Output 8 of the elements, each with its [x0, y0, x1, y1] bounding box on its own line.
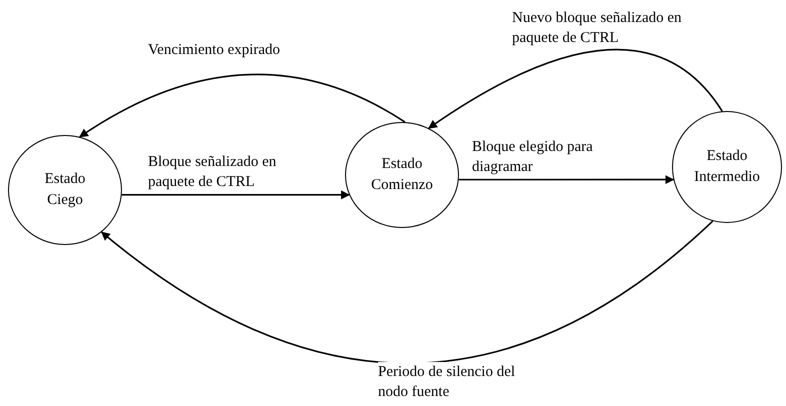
state-name: Estado Comienzo	[370, 155, 434, 195]
state-name: Estado Ciego	[44, 170, 86, 210]
arrow	[122, 190, 350, 200]
arrow	[458, 175, 674, 184]
arrow	[428, 49, 723, 129]
arrow	[79, 74, 406, 138]
arrow	[100, 220, 714, 364]
state-name: Estado Intermedio	[693, 147, 761, 187]
